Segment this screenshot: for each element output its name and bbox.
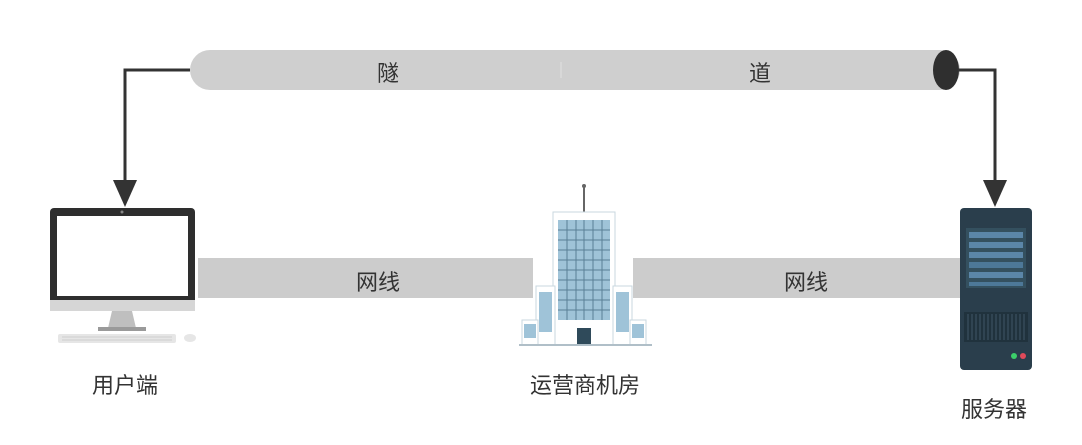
annex-left-glass <box>524 324 536 338</box>
cable-right-text: 网线 <box>784 271 828 296</box>
antenna-tip <box>582 184 586 188</box>
tunnel-end-cap <box>933 50 959 90</box>
tunnel-connector-left <box>113 68 190 207</box>
server-led-red <box>1020 353 1026 359</box>
mouse <box>184 334 196 342</box>
keyboard <box>58 334 176 343</box>
monitor-chin <box>50 300 195 311</box>
client-label: 用户端 <box>91 374 159 399</box>
cable-right: 网线 <box>633 258 963 298</box>
cable-left-text: 网线 <box>356 271 400 296</box>
arrow-down-icon <box>113 180 137 207</box>
server-rack-slot <box>969 252 1023 258</box>
monitor-camera <box>120 210 124 214</box>
isp-room-label: 运营商机房 <box>529 374 641 399</box>
wing-left-glass <box>539 292 552 332</box>
server-rack-slot <box>969 242 1023 248</box>
server-label: 服务器 <box>960 398 1028 423</box>
tunnel-connector-right <box>958 68 1007 207</box>
building-window-grid <box>558 220 610 320</box>
monitor-stand <box>108 311 136 328</box>
monitor-base <box>98 327 146 331</box>
connector-line-right <box>958 68 997 185</box>
arrow-down-icon <box>983 180 1007 207</box>
cable-right-band <box>633 258 963 298</box>
tunnel-text-left: 隧 <box>377 62 399 87</box>
server-led-green <box>1011 353 1017 359</box>
tunnel-text-right: 道 <box>749 62 771 87</box>
server-vent-lines <box>967 314 1025 340</box>
building-ground <box>519 344 652 346</box>
server-rack-slot <box>969 262 1023 268</box>
server-icon <box>960 208 1032 370</box>
connector-line-left <box>123 68 190 185</box>
building-door <box>577 328 591 345</box>
annex-right-glass <box>632 324 644 338</box>
wing-right-glass <box>616 292 629 332</box>
tunnel: 隧 道 <box>190 50 960 90</box>
building-icon <box>519 184 652 346</box>
monitor-screen <box>57 216 188 296</box>
server-rack-slot <box>969 232 1023 238</box>
server-rack-slot <box>969 282 1023 286</box>
cable-left: 网线 <box>198 258 533 298</box>
tunnel-body <box>190 50 960 90</box>
cable-left-band <box>198 258 533 298</box>
server-rack-slot <box>969 272 1023 278</box>
monitor-icon <box>50 208 196 343</box>
